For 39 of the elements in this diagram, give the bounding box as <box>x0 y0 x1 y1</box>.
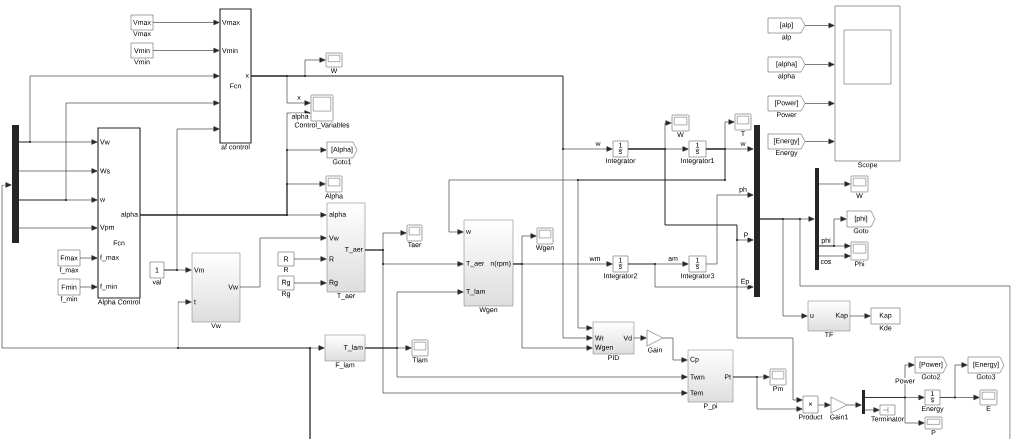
signal-arrow <box>818 243 851 249</box>
signal-arrow <box>18 139 98 145</box>
signal-arrow <box>239 235 327 288</box>
signal-arrow <box>250 75 593 341</box>
bus-bar <box>862 390 865 414</box>
signal-arrow <box>364 347 688 380</box>
signal-arrow <box>79 284 98 290</box>
signal-arrow <box>627 263 754 290</box>
signal-arrow <box>177 299 311 439</box>
signal-arrow <box>846 402 862 408</box>
signal-arrow <box>293 256 327 262</box>
signal-arrow <box>512 261 613 267</box>
signal-arrow <box>152 19 220 26</box>
signal-arrow <box>79 255 98 261</box>
signal-arrow <box>864 407 880 413</box>
signal-arrow <box>804 138 835 145</box>
signal-arrow <box>849 313 871 319</box>
signal-arrow <box>732 376 803 412</box>
signal-arrow <box>817 402 831 408</box>
signal-arrow <box>577 148 726 331</box>
signal-arrow <box>804 100 835 107</box>
signal-arrow <box>18 225 98 231</box>
signal-arrow <box>939 394 980 401</box>
signal-arrow <box>364 249 688 396</box>
signal-arrow <box>818 253 851 259</box>
signal-arrow <box>662 337 688 363</box>
signal-arrow <box>818 181 851 187</box>
signal-arrow <box>293 280 327 286</box>
signal-arrow <box>627 148 803 403</box>
signal-arrow <box>864 397 925 426</box>
signal-arrow <box>804 22 835 29</box>
signal-arrow <box>18 100 220 201</box>
signal-arrow <box>18 168 98 174</box>
signal-arrow <box>139 212 327 218</box>
signal-arrow <box>705 192 754 265</box>
signal-arrow <box>804 61 835 68</box>
signal-arrow <box>633 335 647 341</box>
signal-arrow <box>152 47 220 54</box>
signal-arrow <box>163 126 220 271</box>
